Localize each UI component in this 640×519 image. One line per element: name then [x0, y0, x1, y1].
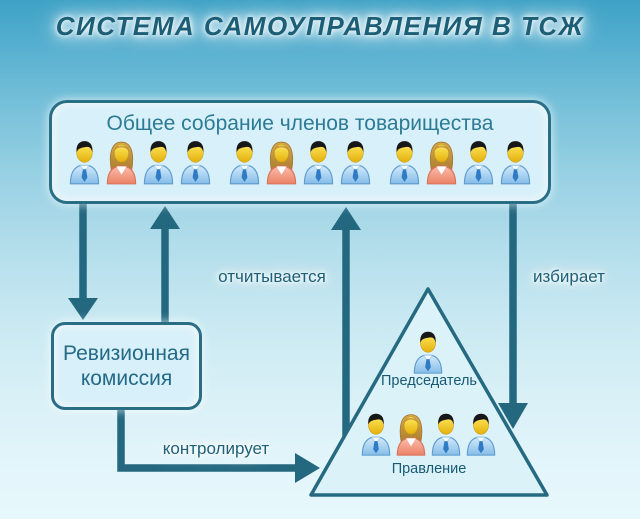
person-man-icon — [67, 138, 102, 186]
assembly-title: Общее собрание членов товарищества — [106, 112, 494, 135]
arrow-reports-up — [331, 207, 361, 470]
person-man-icon — [461, 138, 496, 186]
person-woman-icon — [264, 138, 299, 186]
person-woman-icon — [104, 138, 139, 186]
elects-label: избирает — [533, 267, 605, 286]
audit-commission-label: Ревизионная комиссия — [63, 342, 190, 390]
person-man-icon — [141, 138, 176, 186]
chairman-label: Председатель — [381, 373, 477, 389]
audit-commission-panel: Ревизионная комиссия — [51, 322, 202, 410]
chairman-icon-row — [411, 330, 445, 374]
person-man-icon — [429, 412, 463, 456]
arrow-audit-to-assembly — [150, 206, 180, 324]
assembly-panel: Общее собрание членов товарищества — [49, 100, 551, 204]
person-man-icon — [464, 412, 498, 456]
person-man-icon — [411, 330, 445, 374]
person-man-icon — [387, 138, 422, 186]
arrow-controls — [117, 408, 320, 483]
arrow-assembly-to-audit — [68, 202, 98, 320]
assembly-members-row — [52, 138, 548, 186]
arrow-elects-down — [498, 202, 528, 429]
controls-label: контролирует — [162, 439, 270, 458]
person-woman-icon — [394, 412, 428, 456]
person-man-icon — [178, 138, 213, 186]
person-man-icon — [338, 138, 373, 186]
person-man-icon — [227, 138, 262, 186]
person-woman-icon — [424, 138, 459, 186]
board-icon-row — [357, 412, 499, 456]
person-man-icon — [359, 412, 393, 456]
reports-label: отчитывается — [218, 267, 326, 286]
person-man-icon — [498, 138, 533, 186]
board-label: Правление — [391, 461, 467, 477]
person-man-icon — [301, 138, 336, 186]
page-title: СИСТЕМА САМОУПРАВЛЕНИЯ В ТСЖ — [55, 11, 585, 41]
